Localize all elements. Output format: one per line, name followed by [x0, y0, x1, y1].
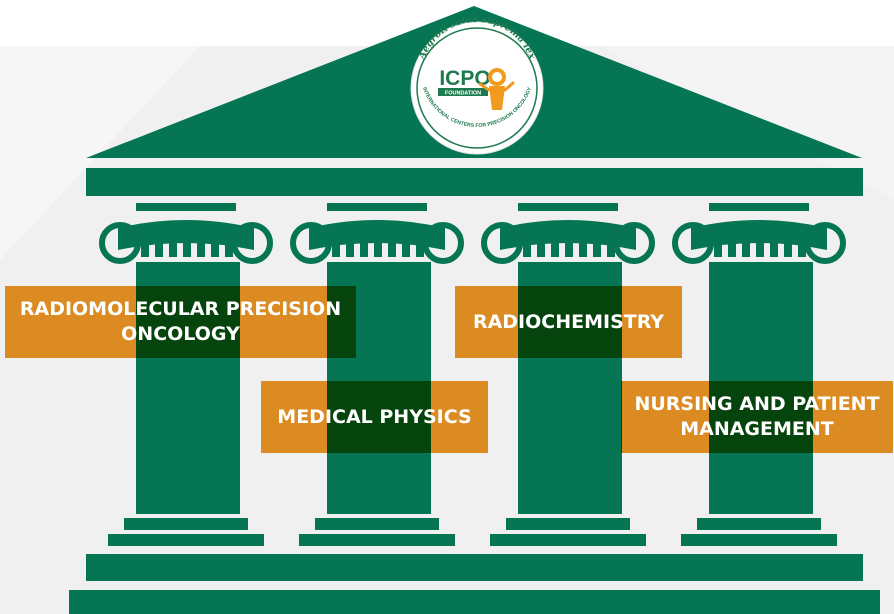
base-step-upper: [86, 554, 863, 581]
pillar-label-radiochemistry: RADIOCHEMISTRY: [472, 310, 665, 333]
logo-subtitle: FOUNDATION: [445, 91, 481, 97]
pillar-label-box-3: [455, 286, 682, 358]
pillar-label-radiomolecular: RADIOMOLECULAR PRECISION ONCOLOGY: [19, 298, 342, 345]
pillar-label-box-1: [5, 286, 356, 358]
mascot-icon: [478, 68, 515, 110]
pillar-label-box-2: [261, 381, 488, 453]
entablature: [86, 168, 863, 196]
pillar-label-medical-physics: MEDICAL PHYSICS: [277, 405, 472, 428]
pillar-label-box-4: [621, 381, 893, 453]
logo-acronym: ICPO: [439, 67, 490, 90]
icpo-logo: Aegroti salus suprema lex INTERNATIONAL …: [410, 14, 544, 155]
base-step-lower: [69, 590, 880, 614]
pillar-label-nursing: NURSING AND PATIENT MANAGEMENT: [634, 393, 880, 440]
